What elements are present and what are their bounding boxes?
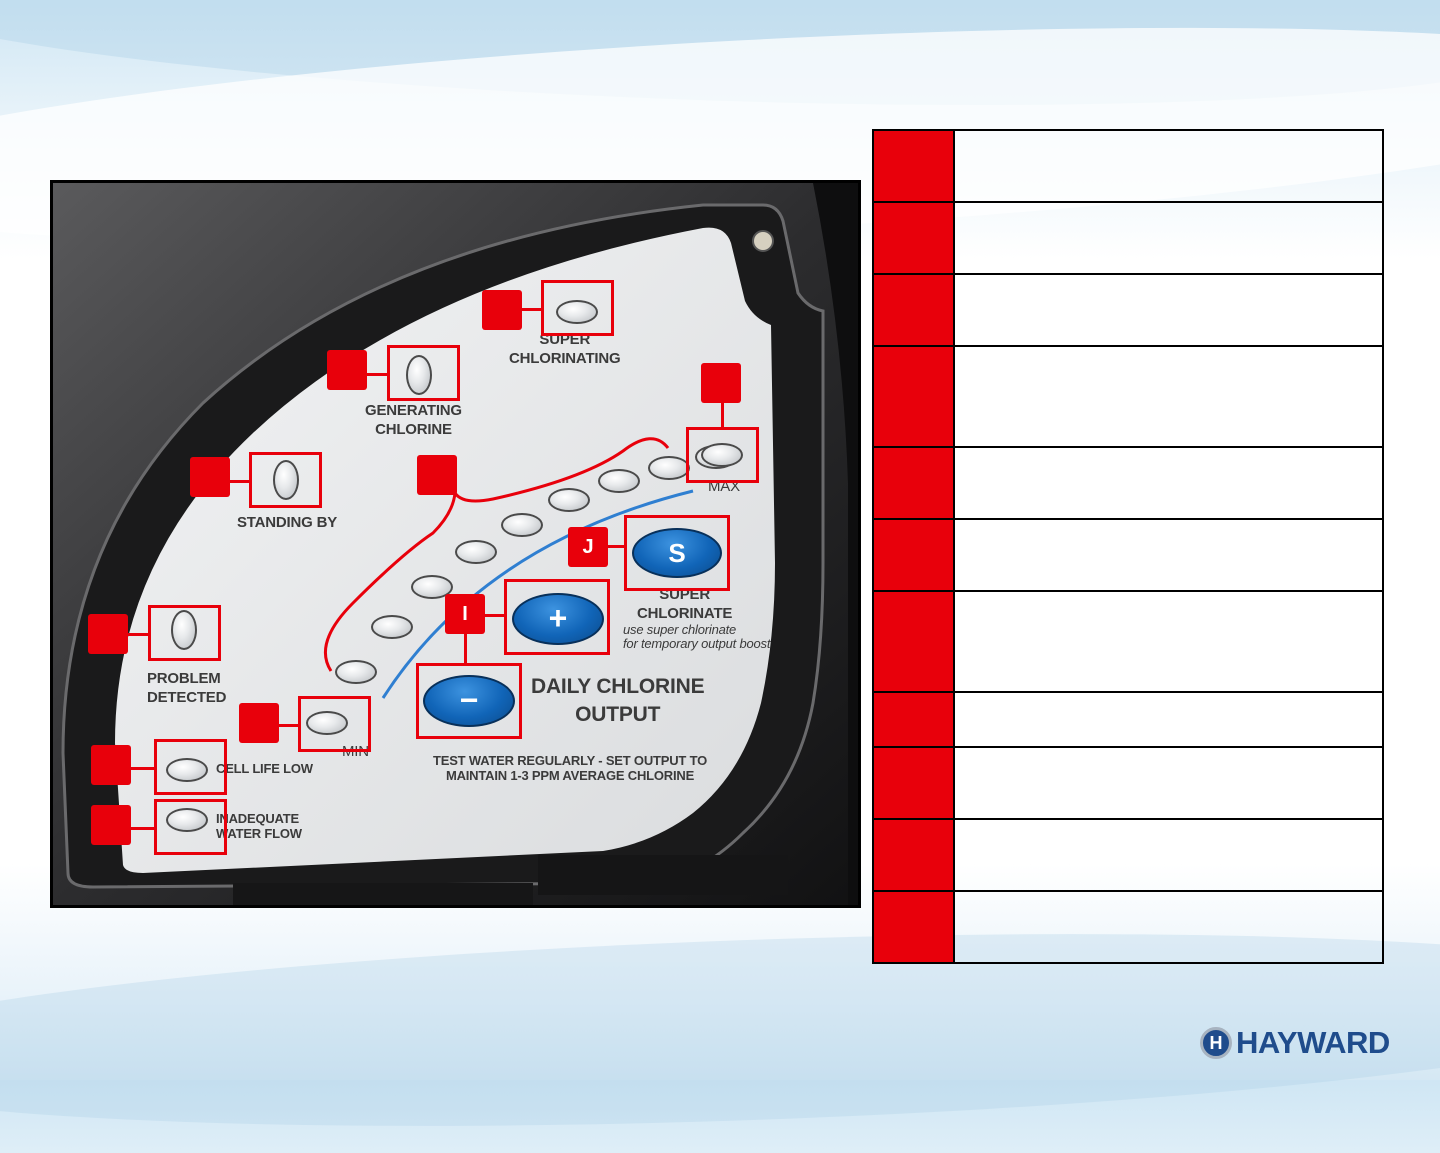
legend-row <box>872 691 1384 748</box>
highlight-box <box>624 515 730 591</box>
legend-description <box>953 345 1384 448</box>
highlight-box <box>154 799 227 855</box>
generating-chlorine-led <box>406 355 432 395</box>
callout-tag <box>417 455 457 495</box>
highlight-box <box>148 605 221 661</box>
legend-key <box>872 746 955 820</box>
callout-tag <box>91 745 131 785</box>
callout-connector <box>608 545 626 548</box>
output-level-led <box>648 456 690 480</box>
legend-description <box>953 818 1384 892</box>
output-level-led <box>371 615 413 639</box>
legend-description <box>953 590 1384 693</box>
highlight-box <box>416 663 522 739</box>
output-level-led <box>455 540 497 564</box>
standing-by-label: STANDING BY <box>237 514 338 531</box>
highlight-box <box>154 739 227 795</box>
hayward-logo-mark: H <box>1200 1027 1232 1059</box>
inadequate-water-flow-led <box>166 808 208 832</box>
legend-description <box>953 129 1384 203</box>
hayward-logo-text: HAYWARD <box>1236 1025 1390 1060</box>
callout-tag <box>91 805 131 845</box>
legend-key <box>872 818 955 892</box>
callout-connector <box>366 373 388 376</box>
callout-tag-i: I <box>445 594 485 634</box>
super-chlorinate-button[interactable]: S <box>632 528 722 578</box>
legend-row <box>872 129 1384 203</box>
legend-key <box>872 518 955 592</box>
legend-row <box>872 345 1384 448</box>
legend-description <box>953 518 1384 592</box>
cell-life-low-led <box>166 758 208 782</box>
callout-connector <box>484 614 506 617</box>
output-min-led <box>306 711 348 735</box>
legend-key <box>872 446 955 520</box>
callout-connector <box>520 308 542 311</box>
highlight-box <box>686 427 759 483</box>
output-level-led <box>548 488 590 512</box>
legend-row <box>872 201 1384 275</box>
highlight-box <box>249 452 322 508</box>
output-level-led <box>411 575 453 599</box>
legend-row <box>872 273 1384 347</box>
decrease-output-button[interactable]: − <box>423 675 515 727</box>
legend-description <box>953 446 1384 520</box>
legend-key <box>872 890 955 964</box>
legend-key <box>872 345 955 448</box>
legend-row <box>872 818 1384 892</box>
callout-tag-j: J <box>568 527 608 567</box>
callout-connector <box>131 767 155 770</box>
callout-connector <box>127 633 149 636</box>
standing-by-led <box>273 460 299 500</box>
legend-row <box>872 890 1384 964</box>
legend-description <box>953 201 1384 275</box>
highlight-box <box>298 696 371 752</box>
legend-description <box>953 691 1384 748</box>
legend-description <box>953 890 1384 964</box>
increase-output-button[interactable]: + <box>512 593 604 645</box>
callout-tag <box>482 290 522 330</box>
callout-tag <box>88 614 128 654</box>
callout-tag <box>190 457 230 497</box>
callout-tag <box>239 703 279 743</box>
highlight-box <box>387 345 460 401</box>
problem-detected-led <box>171 610 197 650</box>
legend-description <box>953 746 1384 820</box>
output-level-led <box>598 469 640 493</box>
legend-table <box>872 129 1384 964</box>
highlight-box <box>541 280 614 336</box>
legend-key <box>872 129 955 203</box>
callout-connector <box>131 827 155 830</box>
callout-connector <box>721 401 724 429</box>
callout-connector <box>464 630 467 666</box>
legend-row <box>872 746 1384 820</box>
legend-key <box>872 691 955 748</box>
legend-key <box>872 201 955 275</box>
legend-row <box>872 446 1384 520</box>
hayward-logo: H HAYWARD <box>1200 1024 1390 1062</box>
legend-description <box>953 273 1384 347</box>
highlight-box <box>504 579 610 655</box>
legend-row <box>872 590 1384 693</box>
legend-key <box>872 273 955 347</box>
super-chlorinating-led <box>556 300 598 324</box>
callout-tag <box>327 350 367 390</box>
output-max-led <box>701 443 743 467</box>
callout-connector <box>278 724 300 727</box>
output-level-led <box>501 513 543 537</box>
callout-connector <box>229 480 251 483</box>
legend-row <box>872 518 1384 592</box>
callout-tag <box>701 363 741 403</box>
cell-life-low-label: CELL LIFE LOW <box>216 761 313 776</box>
output-level-led <box>335 660 377 684</box>
legend-key <box>872 590 955 693</box>
